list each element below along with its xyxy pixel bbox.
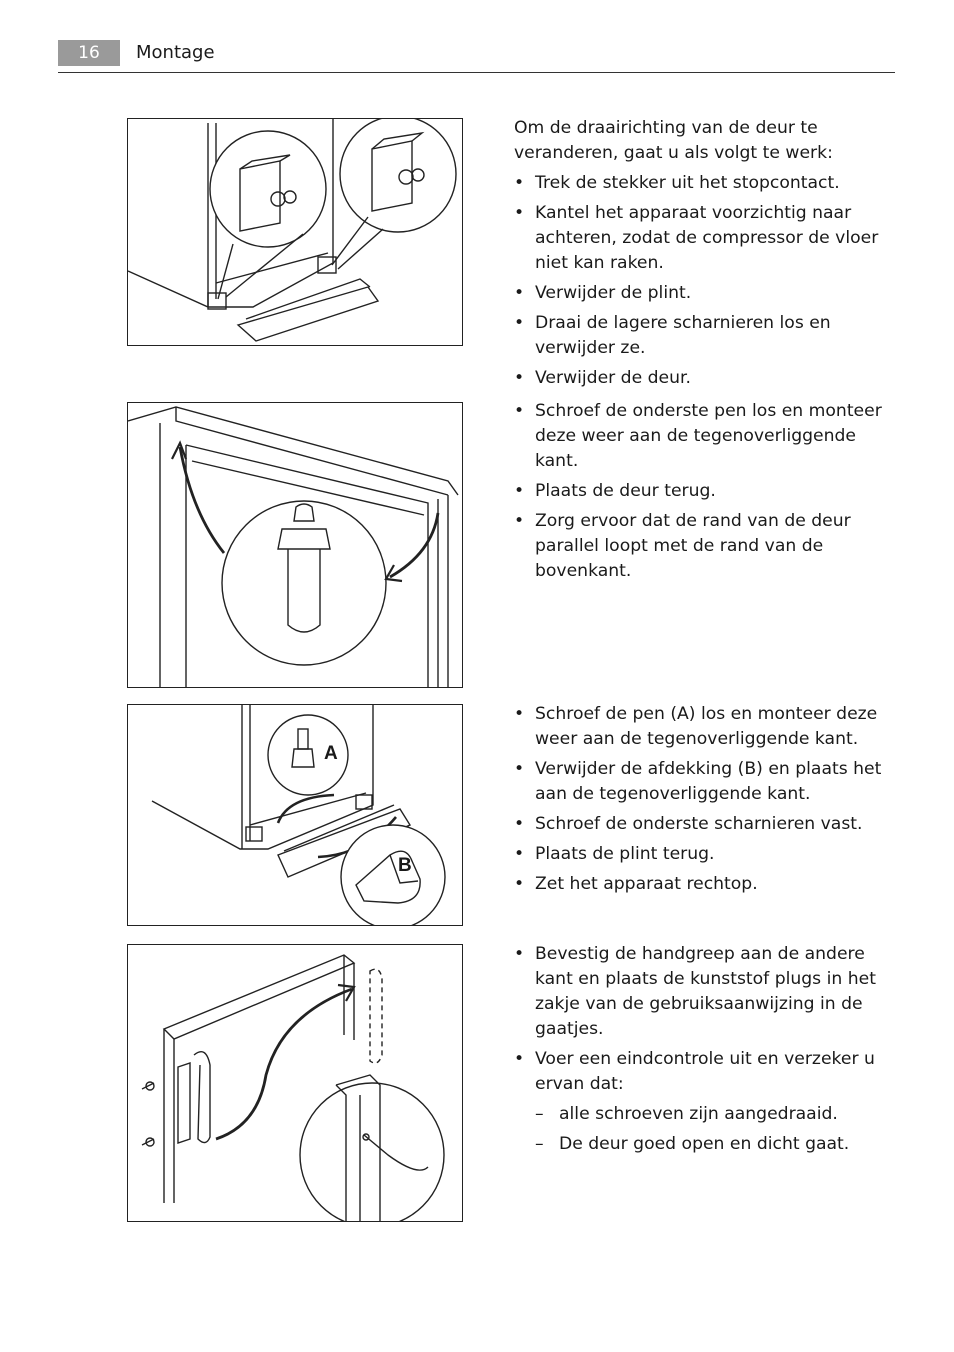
list-item: Voer een eindcontrole uit en verzeker u … (514, 1047, 889, 1097)
list-item: Verwijder de plint. (514, 281, 889, 306)
page-header: 16 Montage (58, 40, 895, 73)
instructions-block-3: Schroef de pen (A) los en monteer deze w… (514, 702, 889, 902)
instructions-block-4: Bevestig de handgreep aan de andere kant… (514, 942, 889, 1162)
list-item: Draai de lagere scharnieren los en verwi… (514, 311, 889, 361)
figure-move-pin (127, 402, 463, 688)
page-number: 16 (58, 40, 120, 66)
bullet-list: Bevestig de handgreep aan de andere kant… (514, 942, 889, 1097)
bullet-list: Schroef de onderste pen los en monteer d… (514, 399, 889, 584)
list-item: Verwijder de afdekking (B) en plaats het… (514, 757, 889, 807)
figure-remove-hinges (127, 118, 463, 346)
figure-door-handle (127, 944, 463, 1222)
list-item: Verwijder de deur. (514, 366, 889, 391)
list-item: Plaats de plint terug. (514, 842, 889, 867)
section-title: Montage (136, 42, 215, 63)
list-item: Schroef de onderste pen los en monteer d… (514, 399, 889, 474)
list-item: Zet het apparaat rechtop. (514, 872, 889, 897)
sub-list-item: alle schroeven zijn aangedraaid. (514, 1102, 889, 1127)
instructions-block-2: Schroef de onderste pen los en monteer d… (514, 399, 889, 589)
sub-list-item: De deur goed open en dicht gaat. (514, 1132, 889, 1157)
intro-text: Om de draairichting van de deur te veran… (514, 118, 833, 163)
list-item: Zorg ervoor dat de rand van de deur para… (514, 509, 889, 584)
list-item: Kantel het apparaat voorzichtig naar ach… (514, 201, 889, 276)
list-item: Trek de stekker uit het stopcontact. (514, 171, 889, 196)
list-item: Plaats de deur terug. (514, 479, 889, 504)
list-item: Schroef de onderste scharnieren vast. (514, 812, 889, 837)
label-a: A (324, 743, 338, 764)
label-b: B (398, 855, 412, 876)
instructions-block-1: Om de draairichting van de deur te veran… (514, 116, 889, 396)
list-item: Bevestig de handgreep aan de andere kant… (514, 942, 889, 1042)
figure-pin-and-cover: A B (127, 704, 463, 926)
sub-list: alle schroeven zijn aangedraaid. De deur… (514, 1102, 889, 1157)
bullet-list: Trek de stekker uit het stopcontact. Kan… (514, 171, 889, 391)
list-item: Schroef de pen (A) los en monteer deze w… (514, 702, 889, 752)
bullet-list: Schroef de pen (A) los en monteer deze w… (514, 702, 889, 897)
